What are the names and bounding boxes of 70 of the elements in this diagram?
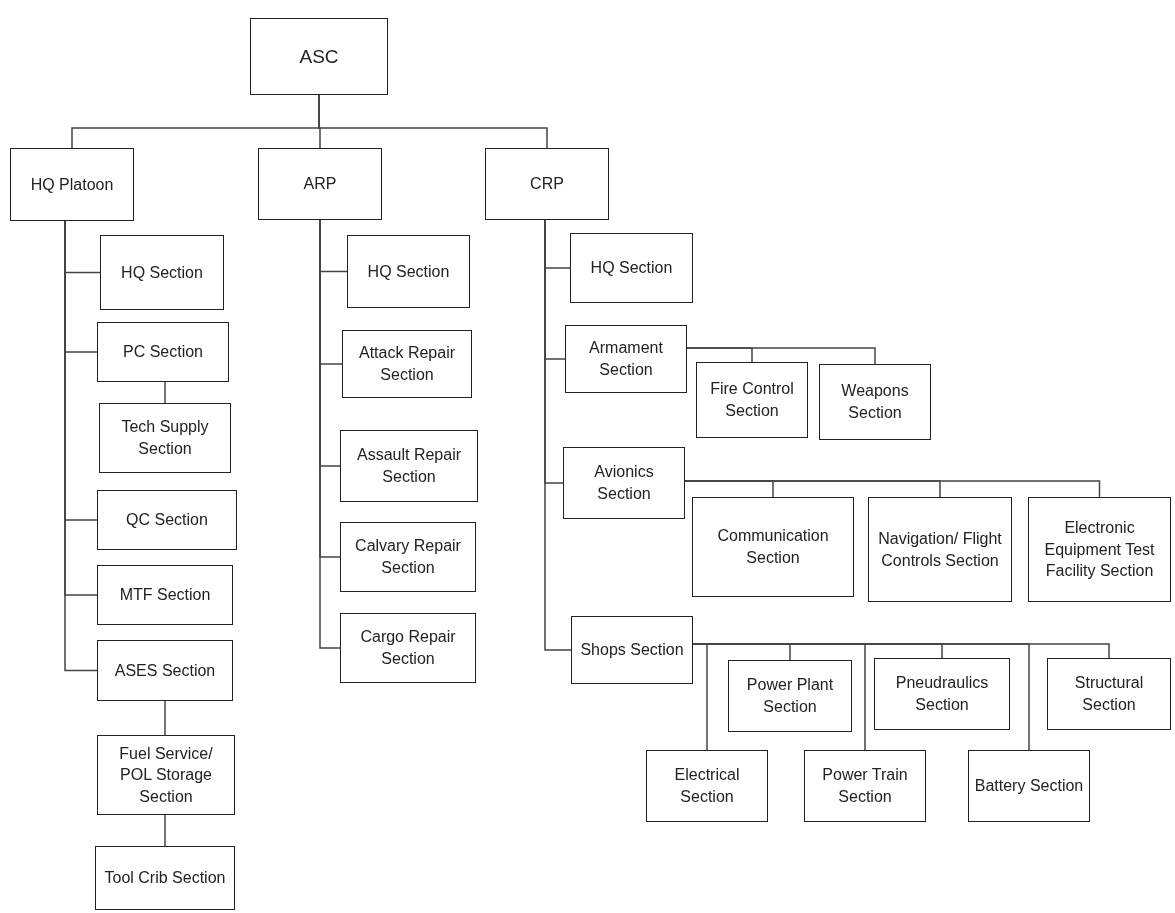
unit-name: Attack Repair Section — [357, 343, 456, 385]
org-unit-box — [563, 447, 685, 519]
org-unit-box — [97, 490, 237, 550]
org-unit-box — [692, 497, 854, 597]
org-unit-box — [97, 735, 235, 815]
unit-name: Electrical Section — [673, 765, 741, 807]
unit-name: Fire Control Section — [709, 379, 795, 421]
org-unit-box — [1047, 658, 1171, 730]
unit-name: HQ Section — [367, 261, 450, 282]
unit-name: Power Plant Section — [745, 675, 835, 717]
org-unit-box — [565, 325, 687, 393]
org-unit-box — [968, 750, 1090, 822]
unit-name: HQ Section — [590, 258, 673, 279]
org-unit-box — [646, 750, 768, 822]
unit-name: Structural Section — [1073, 673, 1145, 715]
unit-name: HQ Section — [121, 262, 203, 283]
org-unit-box — [99, 403, 231, 473]
unit-name: CRP — [530, 174, 564, 195]
org-unit-box — [258, 148, 382, 220]
org-unit-box — [97, 322, 229, 382]
unit-name: Tool Crib Section — [104, 868, 226, 889]
unit-name: Battery Section — [974, 776, 1084, 797]
org-unit-box — [571, 616, 693, 684]
org-unit-box — [728, 660, 852, 732]
unit-name: Avionics Section — [593, 462, 655, 504]
connector-line — [164, 700, 166, 736]
unit-name: Pneudraulics Section — [894, 673, 990, 715]
connector-line — [318, 94, 548, 149]
org-unit-box — [570, 233, 693, 303]
org-unit-box — [100, 235, 224, 310]
org-unit-box — [340, 430, 478, 502]
connector-line — [164, 381, 166, 404]
org-unit-box — [95, 846, 235, 910]
org-unit-box — [696, 362, 808, 438]
org-unit-box — [340, 613, 476, 683]
org-unit-box — [874, 658, 1010, 730]
unit-name: Fuel Service/ POL Storage Section — [118, 743, 214, 807]
connector-line — [164, 814, 166, 847]
unit-name: HQ Platoon — [30, 174, 114, 195]
unit-name: MTF Section — [119, 585, 211, 606]
org-unit-box — [347, 235, 470, 308]
unit-name: Assault Repair Section — [355, 445, 462, 487]
org-unit-box — [1028, 497, 1171, 602]
org-unit-box — [97, 640, 233, 701]
unit-name: Calvary Repair Section — [354, 536, 462, 578]
org-unit-box — [342, 330, 472, 398]
unit-name: QC Section — [126, 510, 208, 531]
unit-name: Shops Section — [580, 640, 684, 661]
unit-name: Weapons Section — [840, 381, 910, 423]
unit-name: ASES Section — [114, 660, 216, 681]
org-unit-box — [819, 364, 931, 440]
org-unit-box — [10, 148, 134, 221]
unit-name: Electronic Equipment Test Facility Section — [1043, 518, 1156, 582]
org-unit-box — [868, 497, 1012, 602]
connector-line — [686, 347, 876, 365]
org-unit-box — [250, 18, 388, 95]
unit-name: Power Train Section — [821, 765, 909, 807]
unit-name: Armament Section — [588, 338, 664, 380]
unit-name: ASC — [299, 44, 339, 69]
org-unit-box — [340, 522, 476, 592]
org-unit-box — [804, 750, 926, 822]
connector-line — [684, 480, 1101, 498]
org-unit-box — [485, 148, 609, 220]
unit-name: Navigation/ Flight Controls Section — [877, 528, 1003, 571]
unit-name: PC Section — [122, 342, 203, 363]
unit-name: Communication Section — [716, 526, 830, 568]
unit-name: Tech Supply Section — [120, 417, 210, 459]
unit-name: ARP — [303, 174, 337, 195]
unit-name: Cargo Repair Section — [359, 627, 457, 669]
org-unit-box — [97, 565, 233, 625]
